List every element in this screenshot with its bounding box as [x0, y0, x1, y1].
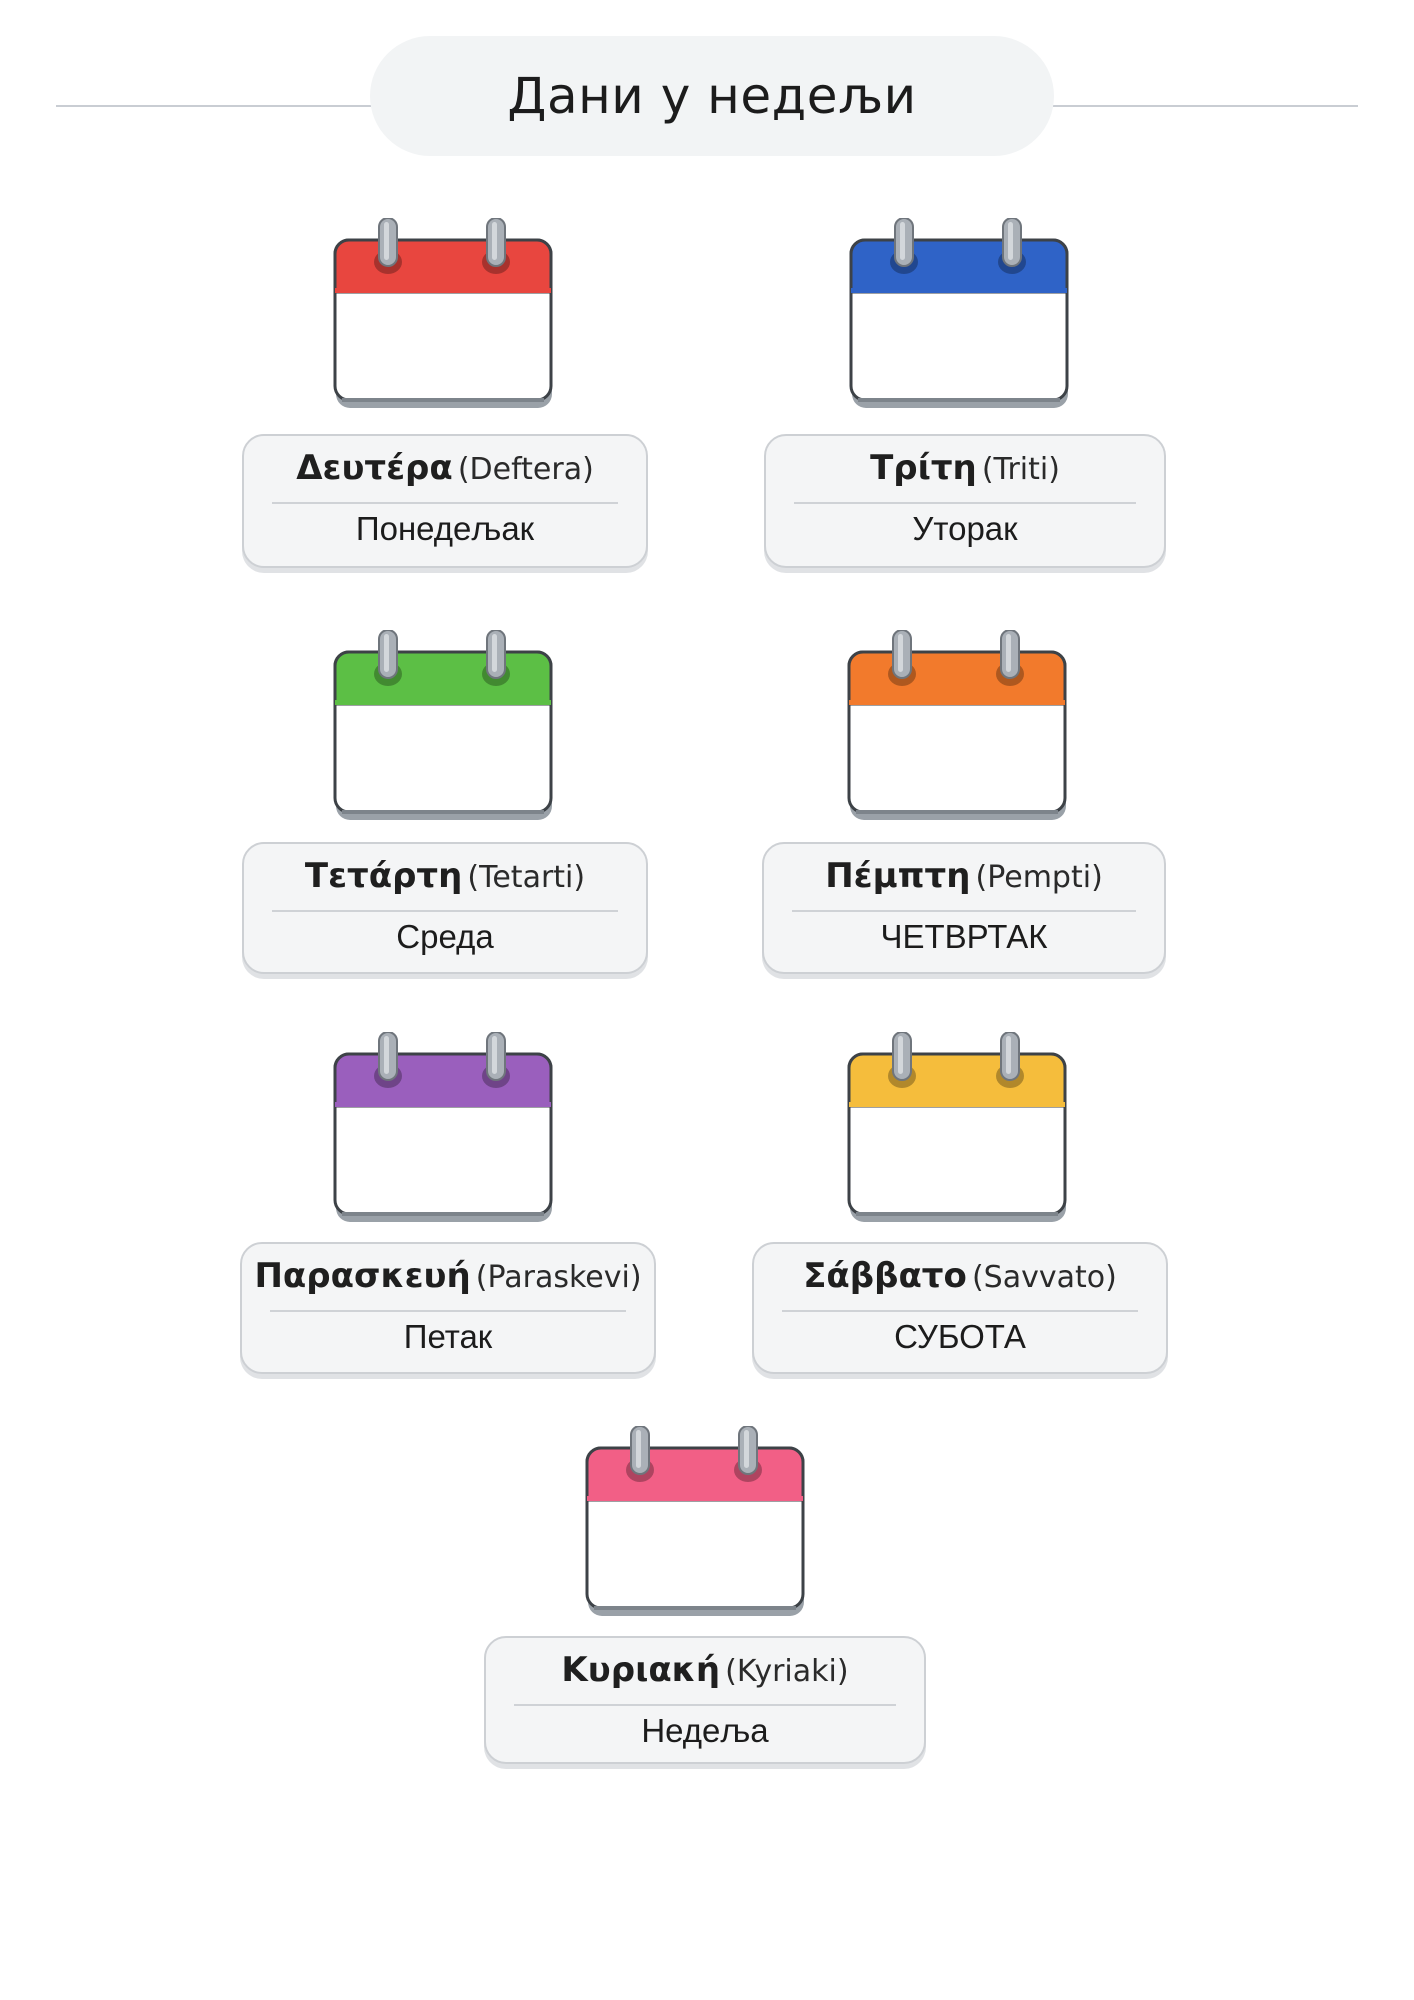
serbian-day-name: Среда: [396, 918, 494, 955]
calendar-icon: [848, 218, 1070, 408]
page-title: Дани у недељи: [507, 67, 917, 125]
serbian-day-name: ЧЕТВРТАК: [880, 918, 1048, 955]
greek-day-name: Τετάρτη: [304, 856, 463, 896]
divider: [514, 1704, 896, 1706]
greek-day-name: Σάββατο: [803, 1256, 967, 1296]
divider: [792, 910, 1136, 912]
day-label-card: Τρίτη (Triti) Уторак: [764, 434, 1166, 568]
calendar-icon: [584, 1426, 806, 1616]
calendar-icon: [846, 630, 1068, 820]
transliteration: (Kyriaki): [725, 1654, 849, 1689]
divider: [794, 502, 1136, 504]
serbian-day-name: Петак: [403, 1318, 493, 1355]
greek-day-name: Πέμπτη: [825, 856, 971, 896]
calendar-icon: [332, 630, 554, 820]
serbian-day-name: Понедељак: [355, 510, 535, 547]
transliteration: (Tetarti): [467, 860, 586, 895]
calendar-icon: [332, 218, 554, 408]
day-label-card: Δευτέρα (Deftera) Понедељак: [242, 434, 648, 568]
page-title-pill: Дани у недељи: [370, 36, 1054, 156]
transliteration: (Pempti): [975, 860, 1103, 895]
greek-day-name: Τρίτη: [870, 448, 977, 488]
day-label-card: Σάββατο (Savvato) СУБОТА: [752, 1242, 1168, 1374]
calendar-icon: [846, 1032, 1068, 1222]
title-rule-right: [1052, 105, 1358, 107]
calendar-icon: [332, 1032, 554, 1222]
divider: [270, 1310, 626, 1312]
serbian-day-name: Уторак: [912, 510, 1018, 547]
day-label-card: Κυριακή (Kyriaki) Недеља: [484, 1636, 926, 1764]
divider: [782, 1310, 1138, 1312]
greek-day-name: Δευτέρα: [296, 448, 453, 488]
title-rule-left: [56, 105, 372, 107]
day-label-card: Τετάρτη (Tetarti) Среда: [242, 842, 648, 974]
greek-day-name: Παρασκευή: [254, 1256, 471, 1296]
transliteration: (Paraskevi): [475, 1260, 642, 1295]
greek-day-name: Κυριακή: [561, 1650, 721, 1690]
day-label-card: Παρασκευή (Paraskevi) Петак: [240, 1242, 656, 1374]
divider: [272, 910, 618, 912]
day-label-card: Πέμπτη (Pempti) ЧЕТВРТАК: [762, 842, 1166, 974]
divider: [272, 502, 618, 504]
transliteration: (Triti): [981, 452, 1060, 487]
transliteration: (Deftera): [457, 452, 594, 487]
serbian-day-name: СУБОТА: [894, 1318, 1026, 1355]
transliteration: (Savvato): [971, 1260, 1117, 1295]
serbian-day-name: Недеља: [641, 1712, 769, 1749]
